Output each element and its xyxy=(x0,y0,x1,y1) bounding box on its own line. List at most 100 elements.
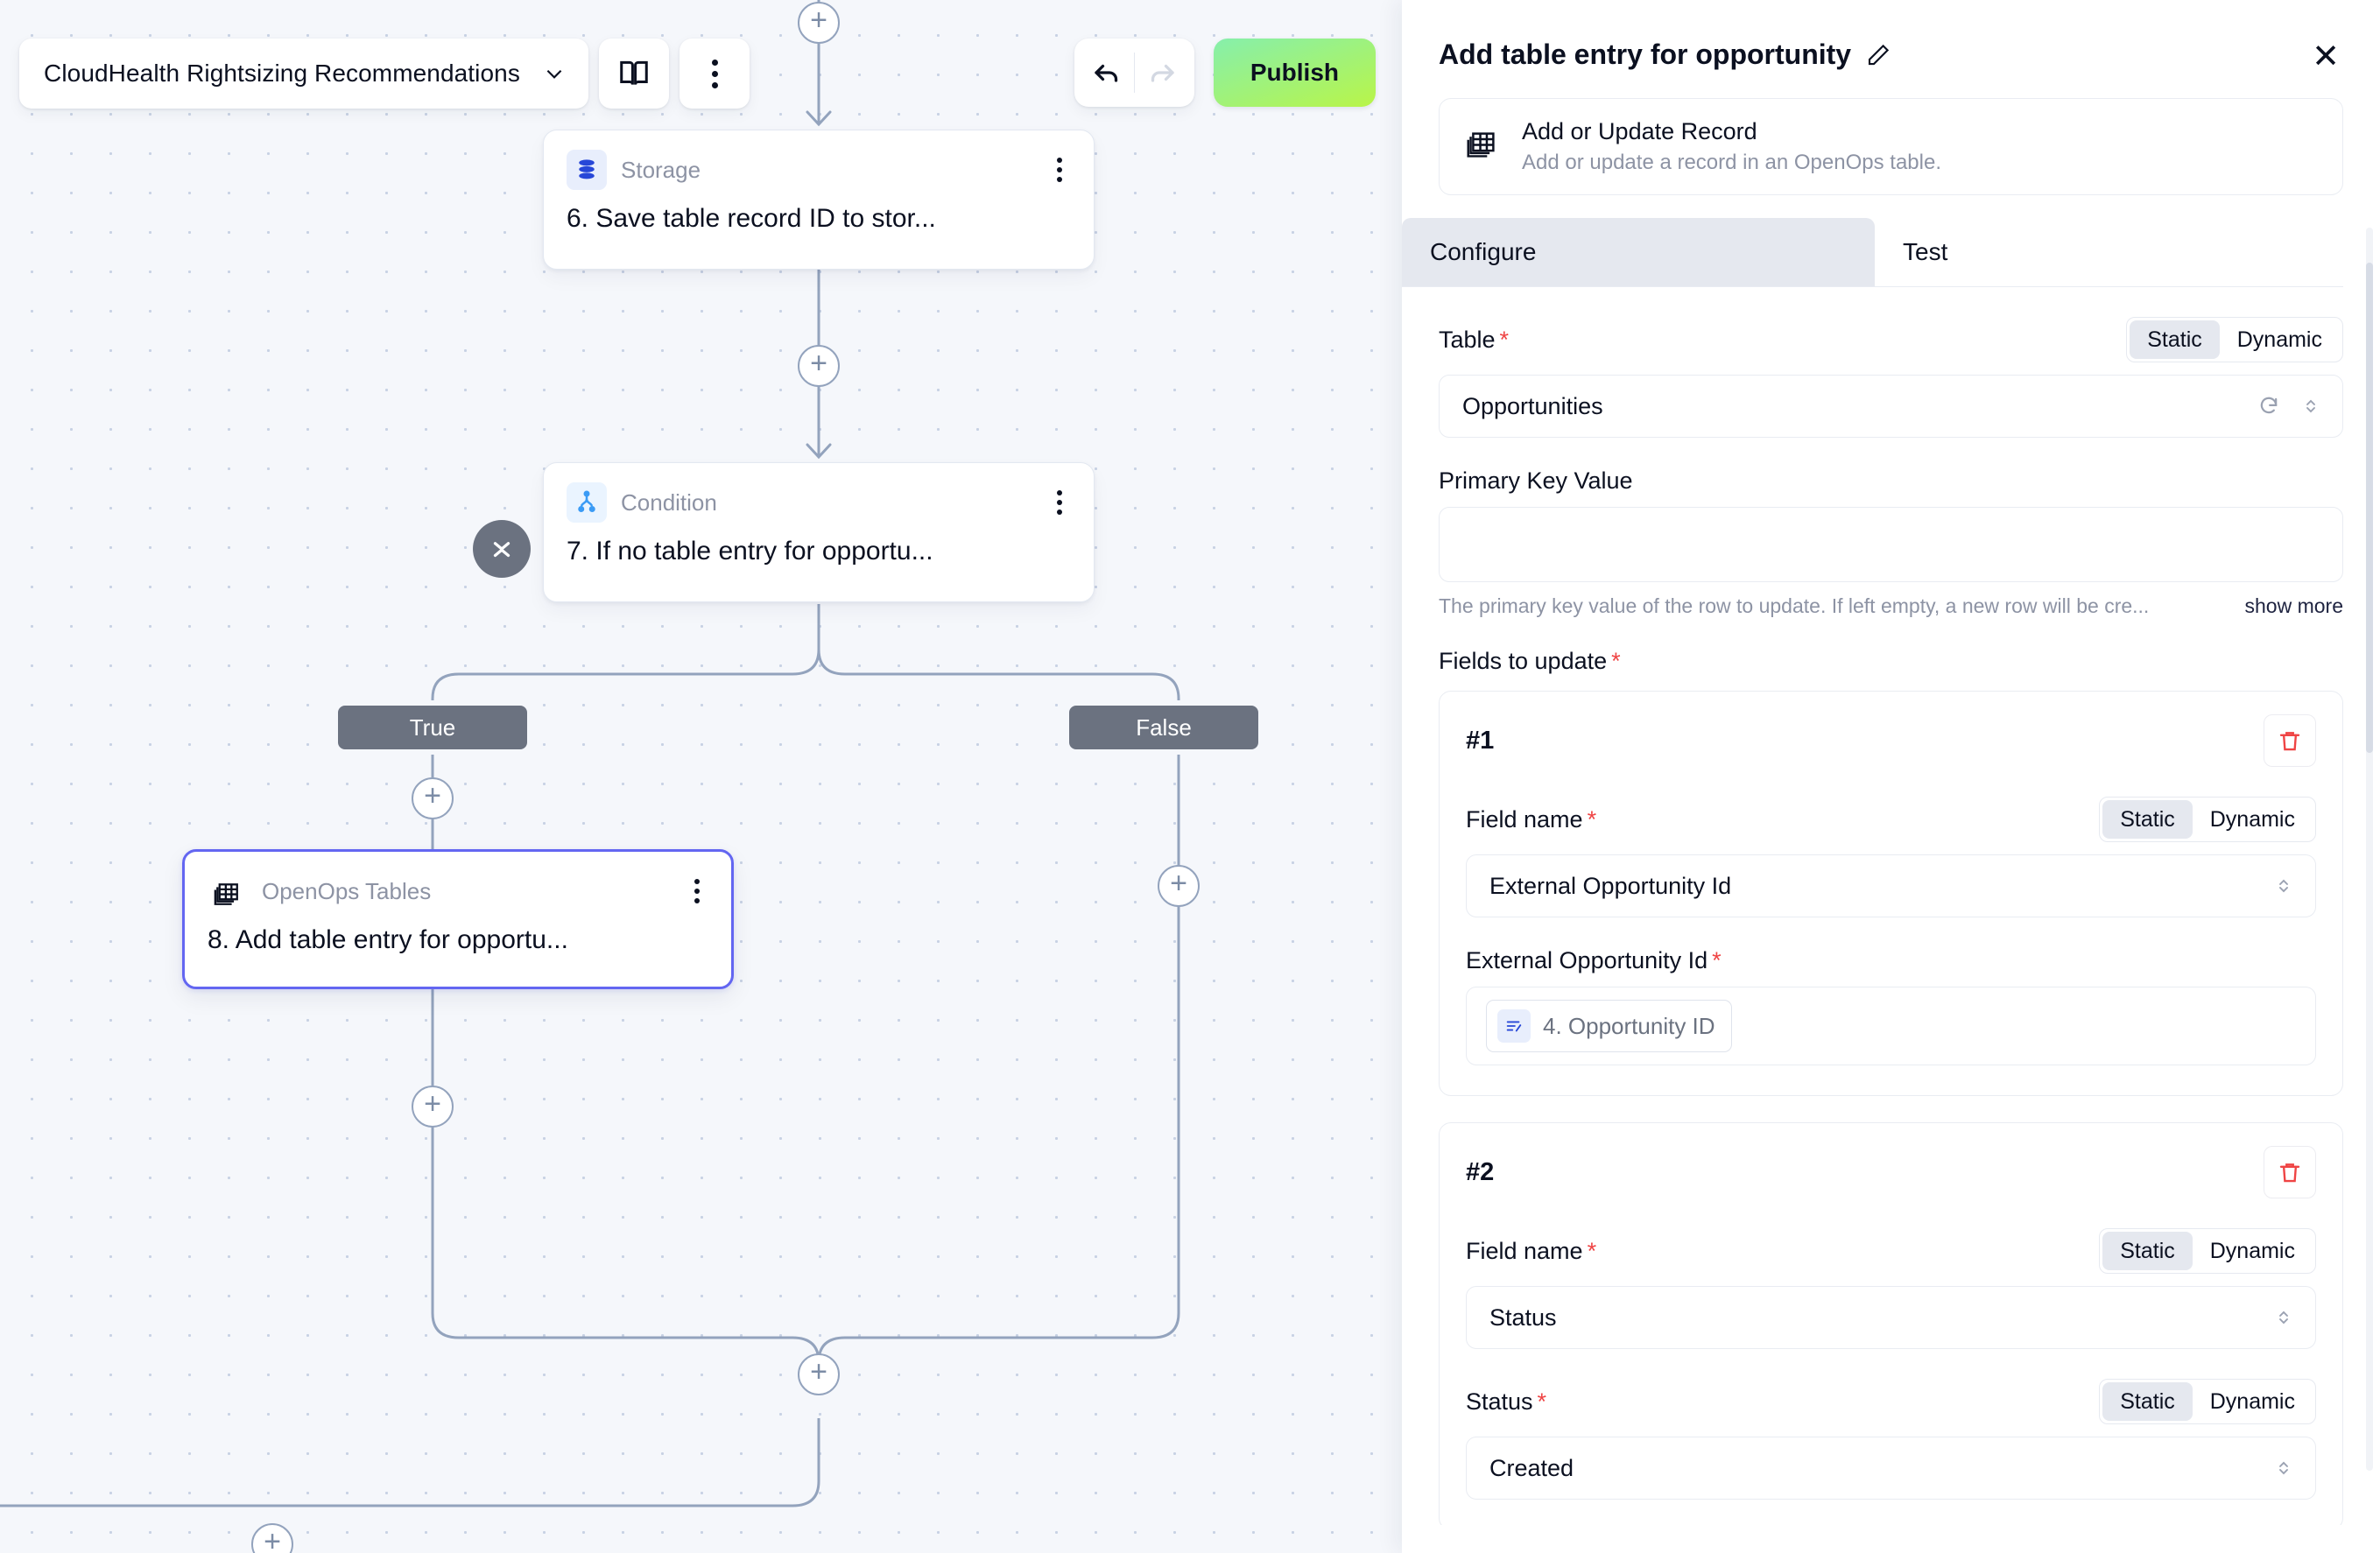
field-name-label: Field name* xyxy=(1466,805,1597,833)
add-step-button-after-storage[interactable]: + xyxy=(798,345,840,387)
node-header: Condition xyxy=(567,482,1071,523)
field-name-value: Status xyxy=(1489,1304,1557,1331)
canvas-toolbar-right: Publish xyxy=(1074,39,1376,107)
redo-arrow-icon xyxy=(1151,64,1174,82)
node-kind-label: OpenOps Tables xyxy=(262,877,432,904)
field-name-mode-dynamic[interactable]: Dynamic xyxy=(2209,1238,2295,1263)
docs-button[interactable] xyxy=(599,39,669,109)
branch-label-true[interactable]: True xyxy=(333,700,532,755)
status-value: Created xyxy=(1489,1454,1574,1481)
field-name-mode-toggle[interactable]: Static Dynamic xyxy=(2099,797,2316,842)
primary-key-help: The primary key value of the row to upda… xyxy=(1439,594,2150,617)
redo-button[interactable] xyxy=(1135,46,1189,100)
publish-button[interactable]: Publish xyxy=(1213,39,1376,107)
branch-label-false[interactable]: False xyxy=(1064,700,1264,755)
refresh-icon[interactable] xyxy=(2257,394,2281,418)
panel-scrollbar-track[interactable] xyxy=(2366,228,2373,1471)
canvas-toolbar-left: CloudHealth Rightsizing Recommendations xyxy=(19,39,750,109)
variable-chip-label: 4. Opportunity ID xyxy=(1543,1012,1715,1039)
status-value-row: Status* Static Dynamic xyxy=(1466,1379,2316,1424)
action-name: Add or Update Record xyxy=(1522,118,1757,144)
field-name-select[interactable]: External Opportunity Id xyxy=(1466,854,2316,917)
tab-test[interactable]: Test xyxy=(1903,238,1948,265)
close-icon[interactable]: ✕ xyxy=(2312,39,2340,75)
pencil-icon[interactable] xyxy=(1865,42,1891,68)
undo-button[interactable] xyxy=(1080,46,1134,100)
toolbar-divider xyxy=(1133,53,1135,93)
table-select-value: Opportunities xyxy=(1462,392,1603,419)
delete-field-button[interactable] xyxy=(2264,714,2316,767)
field-name-label: Field name* xyxy=(1466,1237,1597,1264)
status-select[interactable]: Created xyxy=(1466,1437,2316,1500)
flow-node-openops-tables[interactable]: OpenOps Tables 8. Add table entry for op… xyxy=(182,849,734,989)
book-icon xyxy=(620,60,648,85)
show-more-link[interactable]: show more xyxy=(2244,594,2343,617)
field-value-input[interactable]: 4. Opportunity ID xyxy=(1466,987,2316,1065)
database-icon xyxy=(567,150,607,190)
flow-more-button[interactable] xyxy=(679,39,750,109)
chevron-updown-icon[interactable] xyxy=(2273,1455,2294,1481)
table-field-label: Table* xyxy=(1439,326,1510,353)
field-group-header: #2 xyxy=(1466,1146,2316,1198)
node-kind-label: Storage xyxy=(621,156,701,183)
panel-tabs: Configure Test xyxy=(1402,218,2343,287)
node-menu-button[interactable] xyxy=(1048,152,1071,187)
fields-to-update-row: Fields to update* xyxy=(1439,648,2343,675)
flow-canvas[interactable]: CloudHealth Rightsizing Recommendations xyxy=(0,0,1402,1553)
status-mode-static[interactable]: Static xyxy=(2102,1382,2193,1421)
status-mode-toggle[interactable]: Static Dynamic xyxy=(2099,1379,2316,1424)
panel-body: Table* Static Dynamic Opportunities xyxy=(1402,287,2380,1525)
primary-key-input[interactable] xyxy=(1439,507,2343,582)
table-mode-dynamic[interactable]: Dynamic xyxy=(2236,327,2322,352)
stacked-table-icon xyxy=(1462,124,1503,169)
delete-field-button[interactable] xyxy=(2264,1146,2316,1198)
table-mode-static[interactable]: Static xyxy=(2130,320,2220,359)
flow-name-label: CloudHealth Rightsizing Recommendations xyxy=(44,60,520,87)
chevron-updown-icon[interactable] xyxy=(2273,873,2294,899)
field-name-select[interactable]: Status xyxy=(1466,1286,2316,1349)
field-name-mode-static[interactable]: Static xyxy=(2102,1232,2193,1270)
tab-configure[interactable]: Configure xyxy=(1402,218,1875,286)
add-step-button-after-openops[interactable]: + xyxy=(412,1086,454,1128)
field-name-value: External Opportunity Id xyxy=(1489,872,1732,899)
node-title-label: 7. If no table entry for opportu... xyxy=(567,537,933,566)
chevron-updown-icon[interactable] xyxy=(2300,393,2321,419)
field-name-mode-toggle[interactable]: Static Dynamic xyxy=(2099,1228,2316,1274)
field-group-1: #1 Field name* Static Dynamic xyxy=(1439,691,2343,1096)
status-value-label: Status* xyxy=(1466,1388,1547,1415)
add-step-button-top[interactable]: + xyxy=(798,2,840,44)
page-title: Add table entry for opportunity xyxy=(1439,39,1852,70)
field-name-mode-dynamic[interactable]: Dynamic xyxy=(2209,806,2295,832)
table-select[interactable]: Opportunities xyxy=(1439,375,2343,438)
primary-key-label: Primary Key Value xyxy=(1439,467,1633,494)
action-summary-text: Add or Update Record Add or update a rec… xyxy=(1522,118,1941,175)
add-step-button-true-branch[interactable]: + xyxy=(412,777,454,819)
undo-arrow-icon xyxy=(1095,64,1118,82)
trash-icon xyxy=(2279,1163,2300,1183)
node-menu-button[interactable] xyxy=(686,874,708,909)
panel-scrollbar-thumb[interactable] xyxy=(2366,263,2373,753)
chevron-updown-icon[interactable] xyxy=(2273,1304,2294,1331)
variable-chip[interactable]: 4. Opportunity ID xyxy=(1486,1000,1732,1052)
node-header: OpenOps Tables xyxy=(208,871,708,911)
primary-key-row: Primary Key Value xyxy=(1439,467,2343,495)
status-mode-dynamic[interactable]: Dynamic xyxy=(2209,1388,2295,1414)
flow-node-storage[interactable]: Storage 6. Save table record ID to stor.… xyxy=(543,130,1095,270)
field-value-label: External Opportunity Id* xyxy=(1466,947,1722,973)
add-step-button-false-branch[interactable]: + xyxy=(1158,865,1200,907)
field-name-mode-static[interactable]: Static xyxy=(2102,800,2193,839)
flow-name-selector[interactable]: CloudHealth Rightsizing Recommendations xyxy=(19,39,588,109)
collapse-branch-button[interactable] xyxy=(473,520,531,578)
flow-node-condition[interactable]: Condition 7. If no table entry for oppor… xyxy=(543,462,1095,602)
kebab-menu-icon xyxy=(711,59,718,88)
node-menu-button[interactable] xyxy=(1048,485,1071,520)
panel-header: Add table entry for opportunity ✕ xyxy=(1402,0,2380,75)
table-mode-toggle[interactable]: Static Dynamic xyxy=(2126,317,2343,362)
variable-icon xyxy=(1497,1009,1531,1043)
add-step-button-bottom[interactable]: + xyxy=(251,1523,293,1553)
collapse-chevrons-icon xyxy=(493,542,511,558)
node-title-label: 6. Save table record ID to stor... xyxy=(567,204,936,233)
fields-to-update-label: Fields to update* xyxy=(1439,648,1621,674)
add-step-button-merge[interactable]: + xyxy=(798,1353,840,1395)
